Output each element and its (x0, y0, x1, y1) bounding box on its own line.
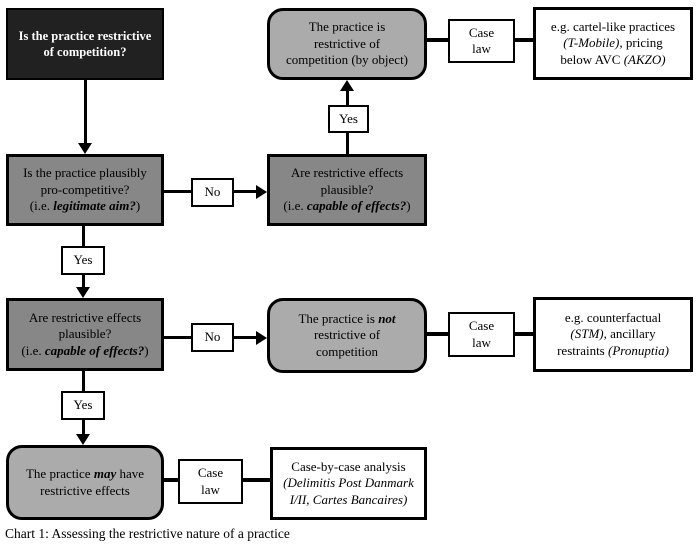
yes-label-top: Yes (339, 110, 358, 126)
example-box-case-by-case: Case-by-case analysis (Delimitis Post Da… (270, 447, 427, 520)
connector-notrestrictive-caselaw (427, 332, 448, 336)
yes-label-box-top: Yes (328, 105, 369, 133)
decision-box-effects-plausible-left: Are restrictive effects plausible? (i.e.… (6, 298, 164, 371)
arrow-yes-row3-line (82, 420, 85, 434)
case-law-box-middle: Case law (448, 312, 515, 357)
connector-procomp-no-line (164, 190, 191, 193)
outcome-box-may-have-effects: The practice may have restrictive effect… (6, 445, 164, 520)
case-law-top-line2: law (472, 41, 491, 56)
not-restrictive-line3: competition (315, 343, 379, 359)
yes-label-box-row3: Yes (61, 391, 105, 420)
outcome-by-object-line1: The practice is (308, 19, 386, 35)
not-restrictive-line1: The practice is not (298, 310, 396, 326)
decision-box-pro-competitive: Is the practice plausibly pro-competitiv… (6, 154, 164, 226)
may-have-line2: restrictive effects (40, 482, 130, 498)
pro-competitive-line3: (i.e. legitimate aim?) (29, 198, 141, 214)
example-casebycase-line3: I/II, Cartes Bancaires) (289, 491, 408, 507)
no-label-row2: No (204, 184, 221, 200)
connector-byobject-caselaw (427, 38, 448, 42)
pro-competitive-line1: Is the practice plausibly (23, 165, 147, 181)
effects-top-line1: Are restrictive effects (290, 165, 404, 181)
outcome-by-object-line2: restrictive of (313, 35, 381, 51)
case-law-bottom-line1: Case (197, 465, 224, 480)
no-label-box-row3: No (191, 323, 234, 352)
example-notrestrictive-line2: (STM), ancillary (570, 326, 656, 342)
connector-mayhave-caselaw (164, 478, 178, 482)
arrow-yes-row3-head (76, 434, 90, 445)
outcome-by-object-line3: competition (by object) (285, 52, 409, 68)
arrow-yes-up-line (346, 91, 349, 105)
may-have-line1: The practice may have (25, 466, 145, 481)
decision-box-start-line1: Is the practice restrictive (18, 28, 152, 43)
example-box-by-object: e.g. cartel-like practices (T-Mobile), p… (533, 7, 693, 80)
yes-label-box-row2: Yes (61, 246, 105, 275)
yes-label-row2: Yes (73, 252, 93, 268)
connector-effectsleft-yes-line (82, 371, 85, 391)
arrow-yes-row2-head (76, 287, 90, 298)
connector-effects-yes-line (346, 133, 349, 154)
effects-left-line2: plausible? (58, 326, 112, 342)
effects-top-line2: plausible? (320, 181, 374, 197)
not-restrictive-line2: restrictive of (313, 327, 381, 343)
decision-box-start: Is the practice restrictive of competiti… (6, 8, 164, 80)
connector-procomp-yes-line (82, 226, 85, 246)
no-label-box-row2: No (191, 178, 234, 207)
arrow-yes-up-head (340, 80, 354, 91)
outcome-box-not-restrictive: The practice is not restrictive of compe… (267, 298, 427, 373)
example-notrestrictive-line3: restraints (Pronuptia) (557, 342, 669, 358)
example-by-object-line2: (T-Mobile), pricing (563, 35, 663, 51)
case-law-box-top: Case law (448, 19, 515, 63)
yes-label-row3: Yes (73, 397, 93, 413)
no-label-row3: No (204, 329, 221, 345)
case-law-box-bottom: Case law (178, 459, 243, 504)
decision-box-start-line2: of competition? (43, 45, 127, 59)
case-law-middle-line2: law (472, 334, 491, 350)
connector-effectsleft-no-line (164, 336, 191, 339)
arrow-no-row3-line (234, 336, 258, 339)
decision-box-effects-plausible-top: Are restrictive effects plausible? (i.e.… (267, 154, 427, 226)
case-law-bottom-line2: law (201, 481, 220, 497)
connector-caselaw-example-bottom (243, 478, 270, 482)
effects-top-line3: (i.e. capable of effects?) (283, 198, 411, 214)
example-box-not-restrictive: e.g. counterfactual (STM), ancillary res… (533, 297, 693, 372)
pro-competitive-line2: pro-competitive? (40, 181, 130, 197)
effects-left-line3: (i.e. capable of effects?) (21, 342, 149, 358)
example-casebycase-line2: (Delimitis Post Danmark (283, 475, 414, 491)
arrow-start-down-head (78, 143, 92, 154)
arrow-start-down-line (84, 80, 87, 144)
arrow-no-row3-head (256, 331, 267, 345)
example-notrestrictive-line1: e.g. counterfactual (564, 309, 662, 325)
case-law-top-line1: Case (468, 24, 495, 40)
example-by-object-line3: below AVC (AKZO) (560, 51, 666, 67)
case-law-middle-line1: Case (468, 318, 495, 333)
example-by-object-line1: e.g. cartel-like practices (550, 18, 676, 34)
arrow-no-row2-head (256, 185, 267, 199)
example-casebycase-line1: Case-by-case analysis (291, 458, 406, 474)
chart-caption: Chart 1: Assessing the restrictive natur… (5, 526, 290, 541)
arrow-no-row2-line (234, 190, 258, 193)
connector-caselaw-example-top (515, 38, 533, 42)
connector-caselaw-example-middle (515, 332, 533, 336)
arrow-yes-row2-line (82, 275, 85, 288)
outcome-box-by-object: The practice is restrictive of competiti… (267, 8, 427, 80)
effects-left-line1: Are restrictive effects (28, 309, 142, 325)
